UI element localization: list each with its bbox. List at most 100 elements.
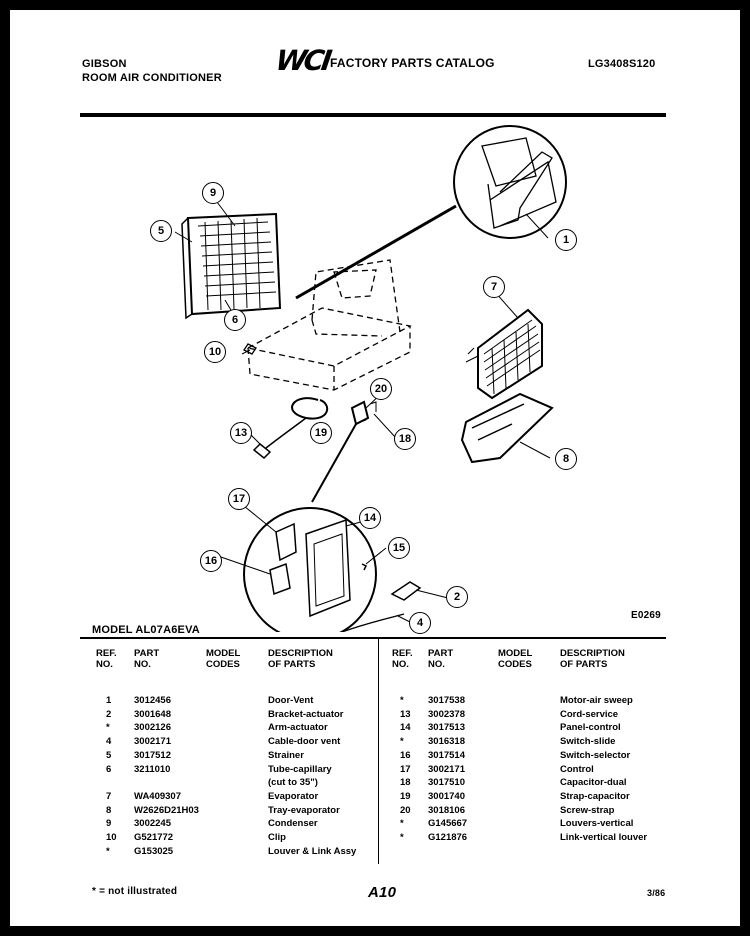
part-number-cell: W2626D21H03 <box>134 804 199 816</box>
evaporator-tray <box>460 392 554 464</box>
ref-cell: 17 <box>400 763 411 775</box>
part-number-cell: 3002171 <box>134 736 171 748</box>
description-cell: Cable-door vent <box>268 736 341 748</box>
leader-line <box>295 204 457 300</box>
part-number-cell: 3211010 <box>134 763 171 775</box>
ref-cell: 16 <box>400 749 411 761</box>
description-cell: Louvers-vertical <box>560 818 634 830</box>
callout-7: 7 <box>483 276 505 298</box>
part-number-cell: 3017538 <box>428 695 465 706</box>
ref-cell: 5 <box>106 749 112 761</box>
description-cell: Switch-selector <box>560 749 631 761</box>
callout-4: 4 <box>409 612 431 634</box>
wci-logo: WCI <box>273 44 332 77</box>
ref-cell: 19 <box>400 790 411 802</box>
ref-cell: 1 <box>106 695 112 706</box>
ref-cell: * <box>400 695 404 706</box>
description-cell: Bracket-actuator <box>268 708 344 720</box>
callout-9: 9 <box>202 182 224 204</box>
header-rule <box>80 113 666 117</box>
ref-cell: * <box>106 845 110 857</box>
ref-cell: 13 <box>400 708 411 720</box>
ref-cell: * <box>400 736 404 748</box>
callout-5: 5 <box>150 220 172 242</box>
footnote: * = not illustrated <box>92 886 178 897</box>
description-cell: Tube-capillary <box>268 763 332 775</box>
callout-6: 6 <box>224 309 246 331</box>
product-name: ROOM AIR CONDITIONER <box>82 72 222 84</box>
ref-cell: 7 <box>106 790 112 802</box>
part-number-cell: 3017513 <box>428 722 465 734</box>
ref-cell: 14 <box>400 722 411 734</box>
ref-cell: * <box>106 722 110 734</box>
description-cell: Tray-evaporator <box>268 804 340 816</box>
callout-16: 16 <box>200 550 222 572</box>
callout-2: 2 <box>446 586 468 608</box>
vent-door-detail-circle <box>453 125 567 239</box>
part-number-cell: 3012456 <box>134 695 171 706</box>
controls-detail-circle <box>243 507 377 632</box>
table-top-rule <box>80 637 666 639</box>
description-cell: Door-Vent <box>268 695 314 706</box>
table-divider <box>378 639 379 864</box>
page-date: 3/86 <box>647 888 666 898</box>
description-cell: Cord-service <box>560 708 619 720</box>
page-number: A10 <box>368 884 397 901</box>
description-cell: Arm-actuator <box>268 722 328 734</box>
part-number-cell: 3002126 <box>134 722 171 734</box>
evaporator-coil <box>465 308 543 400</box>
description-cell: Panel-control <box>560 722 621 734</box>
callout-15: 15 <box>388 537 410 559</box>
exploded-parts-diagram <box>174 125 567 632</box>
figure-code: E0269 <box>631 610 661 621</box>
service-cord <box>252 397 329 460</box>
ref-cell: 4 <box>106 736 112 748</box>
part-number-cell: G521772 <box>134 832 174 843</box>
catalog-number: LG3408S120 <box>588 58 656 70</box>
part-number-cell: 3002245 <box>134 818 171 830</box>
callout-1: 1 <box>555 229 577 251</box>
description-cell: Control <box>560 763 594 775</box>
description-cell: Condenser <box>268 818 318 830</box>
part-number-cell: 3001740 <box>428 790 465 802</box>
callout-20: 20 <box>370 378 392 400</box>
part-number-cell: 3018106 <box>428 804 465 816</box>
description-cell: (cut to 35") <box>268 777 318 789</box>
part-number-cell: 3001648 <box>134 708 171 720</box>
part-number-cell: 3002378 <box>428 708 465 720</box>
ref-cell: 8 <box>106 804 112 816</box>
ref-cell: 10 <box>106 832 117 843</box>
catalog-title: FACTORY PARTS CATALOG <box>330 56 495 70</box>
part-number-cell: WA409307 <box>134 790 182 802</box>
callout-14: 14 <box>359 507 381 529</box>
description-cell: Screw-strap <box>560 804 615 816</box>
description-cell: Link-vertical louver <box>560 832 648 843</box>
condenser-coil <box>181 212 282 320</box>
description-cell: Capacitor-dual <box>560 777 627 789</box>
part-number-cell: 3017510 <box>428 777 465 789</box>
part-number-cell: 3017514 <box>428 749 465 761</box>
part-number-cell: G153025 <box>134 845 174 857</box>
callout-18: 18 <box>394 428 416 450</box>
ref-cell: * <box>400 818 404 830</box>
callout-13: 13 <box>230 422 252 444</box>
description-cell: Louver & Link Assy <box>268 845 357 857</box>
ref-cell: 2 <box>106 708 112 720</box>
description-cell: Motor-air sweep <box>560 695 633 706</box>
hdr-ref-right: REF.NO. <box>392 648 413 670</box>
callout-10: 10 <box>204 341 226 363</box>
part-number-cell: 3017512 <box>134 749 171 761</box>
description-cell: Evaporator <box>268 790 319 802</box>
description-cell: Switch-slide <box>560 736 616 748</box>
callout-17: 17 <box>228 488 250 510</box>
part-number-cell: 3002171 <box>428 763 465 775</box>
ref-cell: * <box>400 832 404 843</box>
part-number-cell: G145667 <box>428 818 468 830</box>
